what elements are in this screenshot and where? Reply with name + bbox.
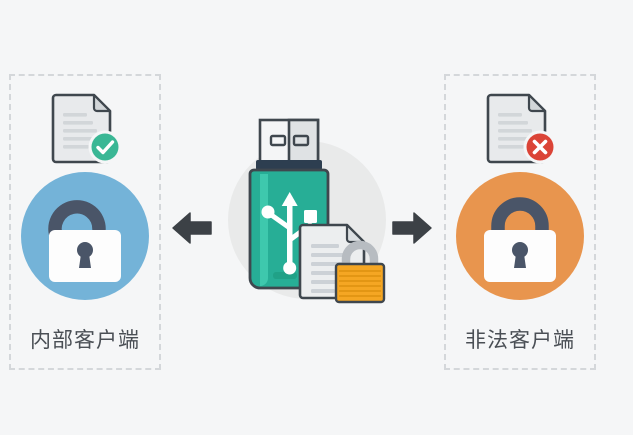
document-text-lines	[63, 113, 97, 149]
arrow-right-icon	[390, 208, 434, 248]
lock-keyhole	[77, 242, 93, 268]
panel-internal-client: 内部客户端	[9, 74, 161, 370]
lock-shackle-open	[48, 200, 106, 245]
panel-label-internal-client: 内部客户端	[30, 328, 140, 352]
lock-closed-icon	[454, 170, 586, 302]
padlock-body-ridges	[339, 270, 381, 297]
panel-label-illegal-client: 非法客户端	[465, 328, 575, 352]
usb-collar	[256, 160, 322, 170]
lock-open-icon	[19, 170, 151, 302]
arrow-left-icon	[170, 208, 214, 248]
padlock-shackle	[341, 240, 379, 272]
check-badge-icon	[88, 130, 122, 164]
document-text-lines	[498, 113, 532, 149]
usb-connector-icon	[256, 118, 322, 170]
usb-body-highlight	[260, 174, 268, 286]
document-with-cross-badge	[483, 90, 557, 164]
document-with-check-badge	[48, 90, 122, 164]
padlock-icon	[334, 240, 386, 304]
lock-keyhole	[512, 242, 528, 268]
padlock-body	[334, 262, 386, 304]
usb-drive-graphic	[218, 112, 408, 307]
cross-badge-icon	[523, 130, 557, 164]
lock-shackle-closed	[491, 197, 549, 245]
panel-illegal-client: 非法客户端	[444, 74, 596, 370]
document-icon	[486, 93, 557, 164]
document-icon	[51, 93, 122, 164]
